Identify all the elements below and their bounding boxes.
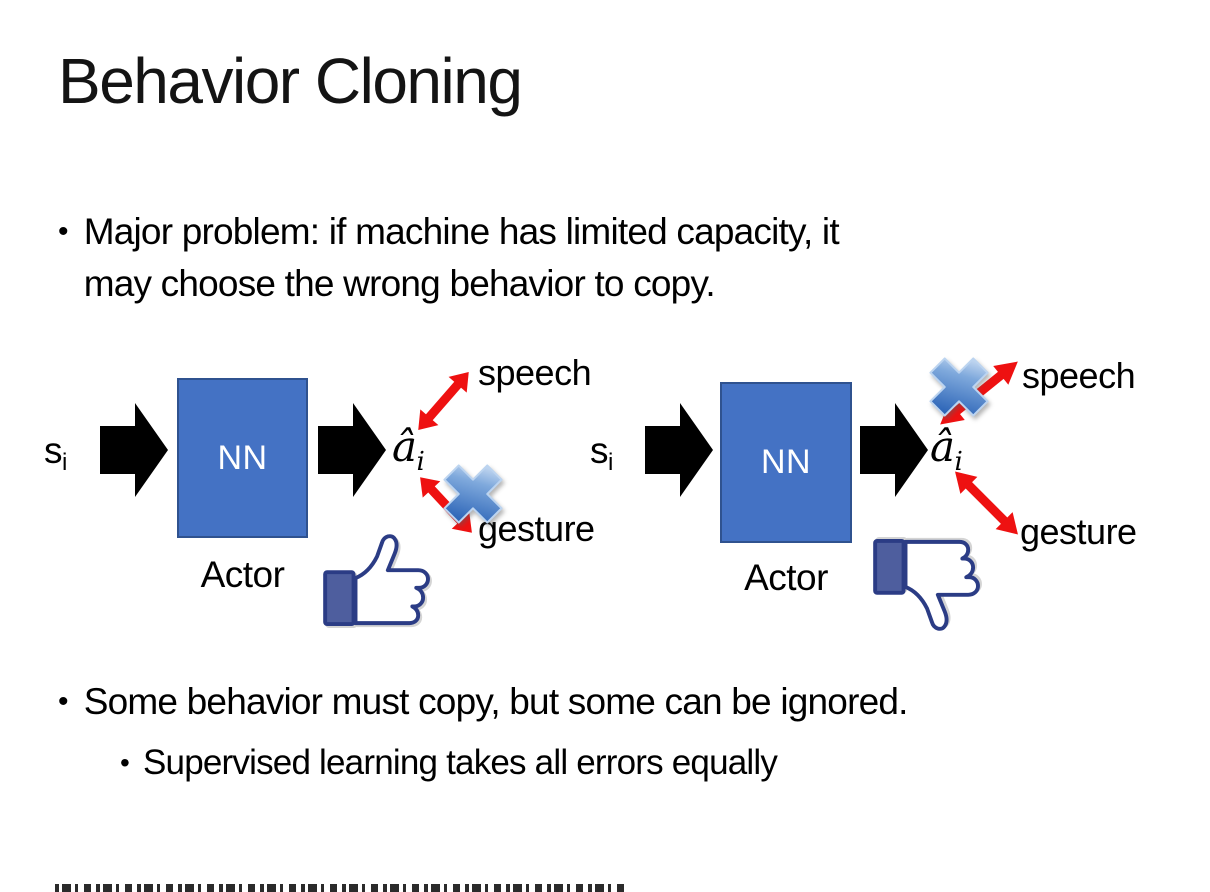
bullet-major-problem-text: Major problem: if machine has limited ca…: [83, 206, 840, 310]
bullet-marker: •: [58, 215, 68, 248]
left-output-action-label: âi: [392, 422, 425, 477]
bullet-major-problem: • Major problem: if machine has limited …: [58, 206, 840, 310]
bullet-marker: •: [58, 685, 68, 718]
bullet-some-behavior: • Some behavior must copy, but some can …: [58, 678, 908, 726]
state-symbol: s: [590, 430, 609, 471]
right-speech-label: speech: [1022, 355, 1136, 396]
bullet-marker: •: [120, 747, 130, 778]
state-symbol: s: [44, 430, 63, 471]
right-actor-label: Actor: [744, 557, 828, 598]
left-cross-x-icon: [438, 459, 508, 534]
right-input-state-label: si: [590, 430, 613, 477]
sub-bullet-supervised-text: Supervised learning takes all errors equ…: [143, 743, 778, 782]
thumbs-up-icon: [322, 533, 438, 634]
clipped-bottom-text: [55, 884, 625, 892]
thumbs-down-icon: [872, 531, 988, 632]
right-gesture-double-arrow-icon: [946, 462, 1027, 543]
right-gesture-label: gesture: [1020, 511, 1137, 552]
sub-bullet-supervised: • Supervised learning takes all errors e…: [120, 740, 778, 786]
action-symbol: â: [392, 422, 417, 471]
state-subscript: i: [608, 449, 613, 476]
left-input-state-label: si: [44, 430, 67, 477]
left-nn-label: NN: [217, 438, 268, 477]
right-input-arrow-icon: [645, 403, 713, 502]
bullet-some-behavior-text: Some behavior must copy, but some can be…: [83, 681, 909, 722]
right-nn-label: NN: [760, 443, 812, 481]
right-output-arrow-icon: [860, 403, 928, 502]
right-nn-box: NN: [720, 382, 852, 543]
left-speech-label: speech: [478, 352, 592, 393]
state-subscript: i: [62, 449, 67, 476]
left-nn-box: NN: [177, 378, 308, 538]
left-gesture-label: gesture: [478, 508, 595, 549]
action-subscript: i: [416, 447, 425, 477]
right-cross-x-icon: [924, 352, 994, 427]
left-speech-double-arrow-icon: [408, 363, 478, 438]
left-input-arrow-icon: [100, 403, 168, 502]
action-symbol: â: [930, 422, 955, 471]
left-actor-label: Actor: [200, 554, 285, 595]
left-output-arrow-icon: [318, 403, 386, 502]
action-subscript: i: [954, 447, 963, 477]
slide-title: Behavior Cloning: [58, 45, 523, 117]
bullet-line-1: Major problem: if machine has limited ca…: [83, 211, 840, 252]
right-output-action-label: âi: [930, 422, 963, 477]
bullet-line-2: may choose the wrong behavior to copy.: [83, 263, 716, 304]
